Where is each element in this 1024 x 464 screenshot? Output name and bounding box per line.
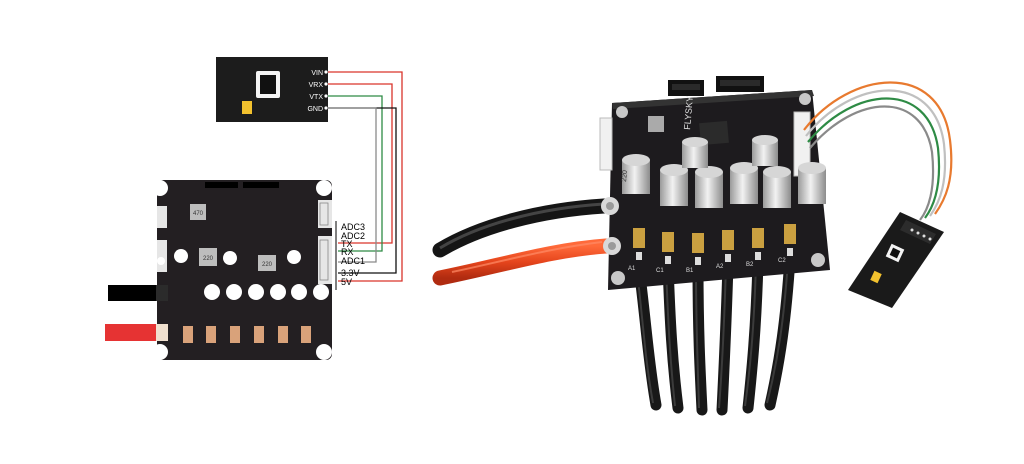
receiver-module: VIN VRX VTX GND <box>216 57 328 122</box>
photo-pads: A1 A2 B1 B2 C1 C2 <box>628 224 796 274</box>
capacitor-marking: 220 <box>621 170 629 182</box>
board-pin-tx: TX <box>341 239 353 249</box>
receiver-module-photo <box>848 212 944 308</box>
photo-capacitors: 220 <box>621 135 826 208</box>
schematic-diagram: VIN VRX VTX GND <box>105 57 403 360</box>
board-pin-adc1: ADC1 <box>341 256 365 266</box>
wire-gnd <box>328 107 397 274</box>
inductor-220-label-2: 220 <box>262 262 273 268</box>
board-pin-rx: RX <box>341 247 354 257</box>
board-pin-adc2: ADC2 <box>341 231 365 241</box>
wire-vrx-tx <box>328 83 393 244</box>
module-pin-vin: VIN <box>311 70 323 77</box>
inductor-220-label-1: 220 <box>203 256 214 262</box>
inductor-470-label: 470 <box>193 211 204 217</box>
pad-label-c1: C1 <box>656 268 664 274</box>
board-pin-adc3: ADC3 <box>341 222 365 232</box>
product-photo: FLYSKY 220 <box>432 76 953 416</box>
module-pin-vrx: VRX <box>309 82 324 89</box>
pad-label-a2: A2 <box>716 264 724 270</box>
module-pin-vtx: VTX <box>309 94 323 101</box>
esc-board-diagram: 470 220 220 <box>105 180 332 360</box>
board-pin-5v: 5V <box>341 277 352 287</box>
board-pin-labels: ADC3 ADC2 TX RX ADC1 3.3V 5V <box>335 221 365 290</box>
wire-vin-5v <box>328 71 403 282</box>
module-pin-gnd: GND <box>307 106 323 113</box>
black-power-lead <box>432 198 612 258</box>
connection-wires <box>328 71 403 282</box>
pad-label-b1: B1 <box>686 268 694 274</box>
pad-label-a1: A1 <box>628 266 636 272</box>
pad-label-c2: C2 <box>778 258 786 264</box>
board-pin-3v3: 3.3V <box>341 268 360 278</box>
signal-cable <box>803 81 953 221</box>
red-power-lead <box>432 238 614 286</box>
brand-marking: FLYSKY <box>682 96 695 131</box>
pad-label-b2: B2 <box>746 262 754 268</box>
wire-vtx-rx <box>328 95 383 252</box>
